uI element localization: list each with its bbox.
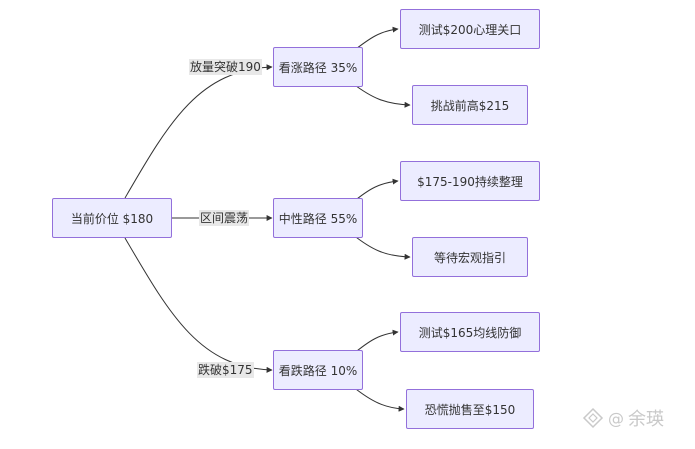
node-label: 测试$165均线防御 bbox=[418, 325, 522, 340]
watermark-at: @ bbox=[608, 408, 624, 428]
node-bearish-path: 看跌路径 10% bbox=[273, 350, 363, 390]
node-label: 恐慌抛售至$150 bbox=[424, 402, 516, 417]
edge-root-to-bearish bbox=[124, 237, 273, 373]
node-label: 等待宏观指引 bbox=[433, 250, 506, 265]
node-label: 测试$200心理关口 bbox=[418, 22, 522, 37]
edge-root-to-bullish bbox=[124, 64, 273, 199]
node-neutral-child-2: 等待宏观指引 bbox=[412, 237, 528, 277]
node-bullish-child-1: 测试$200心理关口 bbox=[400, 9, 540, 49]
node-label: 当前价位 $180 bbox=[70, 211, 154, 226]
node-label: 看涨路径 35% bbox=[278, 60, 358, 75]
edge-neutral-to-child-2 bbox=[351, 233, 411, 260]
node-label: 看跌路径 10% bbox=[278, 363, 358, 378]
watermark: @ 余瑛 bbox=[582, 405, 664, 431]
node-current-price: 当前价位 $180 bbox=[52, 198, 172, 238]
watermark-text: 余瑛 bbox=[628, 409, 664, 430]
node-label: 中性路径 55% bbox=[278, 211, 358, 226]
edge-label-neutral: 区间震荡 bbox=[199, 210, 250, 226]
edge-label-bullish: 放量突破190 bbox=[189, 59, 262, 75]
node-bearish-child-2: 恐慌抛售至$150 bbox=[406, 389, 534, 429]
edge-label-bearish: 跌破$175 bbox=[197, 362, 254, 378]
node-neutral-path: 中性路径 55% bbox=[273, 198, 363, 238]
node-neutral-child-1: $175-190持续整理 bbox=[400, 161, 540, 201]
node-bullish-path: 看涨路径 35% bbox=[273, 47, 363, 87]
node-bullish-child-2: 挑战前高$215 bbox=[412, 85, 528, 125]
node-label: 挑战前高$215 bbox=[430, 98, 510, 113]
node-bearish-child-1: 测试$165均线防御 bbox=[400, 312, 540, 352]
node-label: $175-190持续整理 bbox=[417, 174, 523, 189]
diamond-logo-icon bbox=[582, 407, 604, 429]
